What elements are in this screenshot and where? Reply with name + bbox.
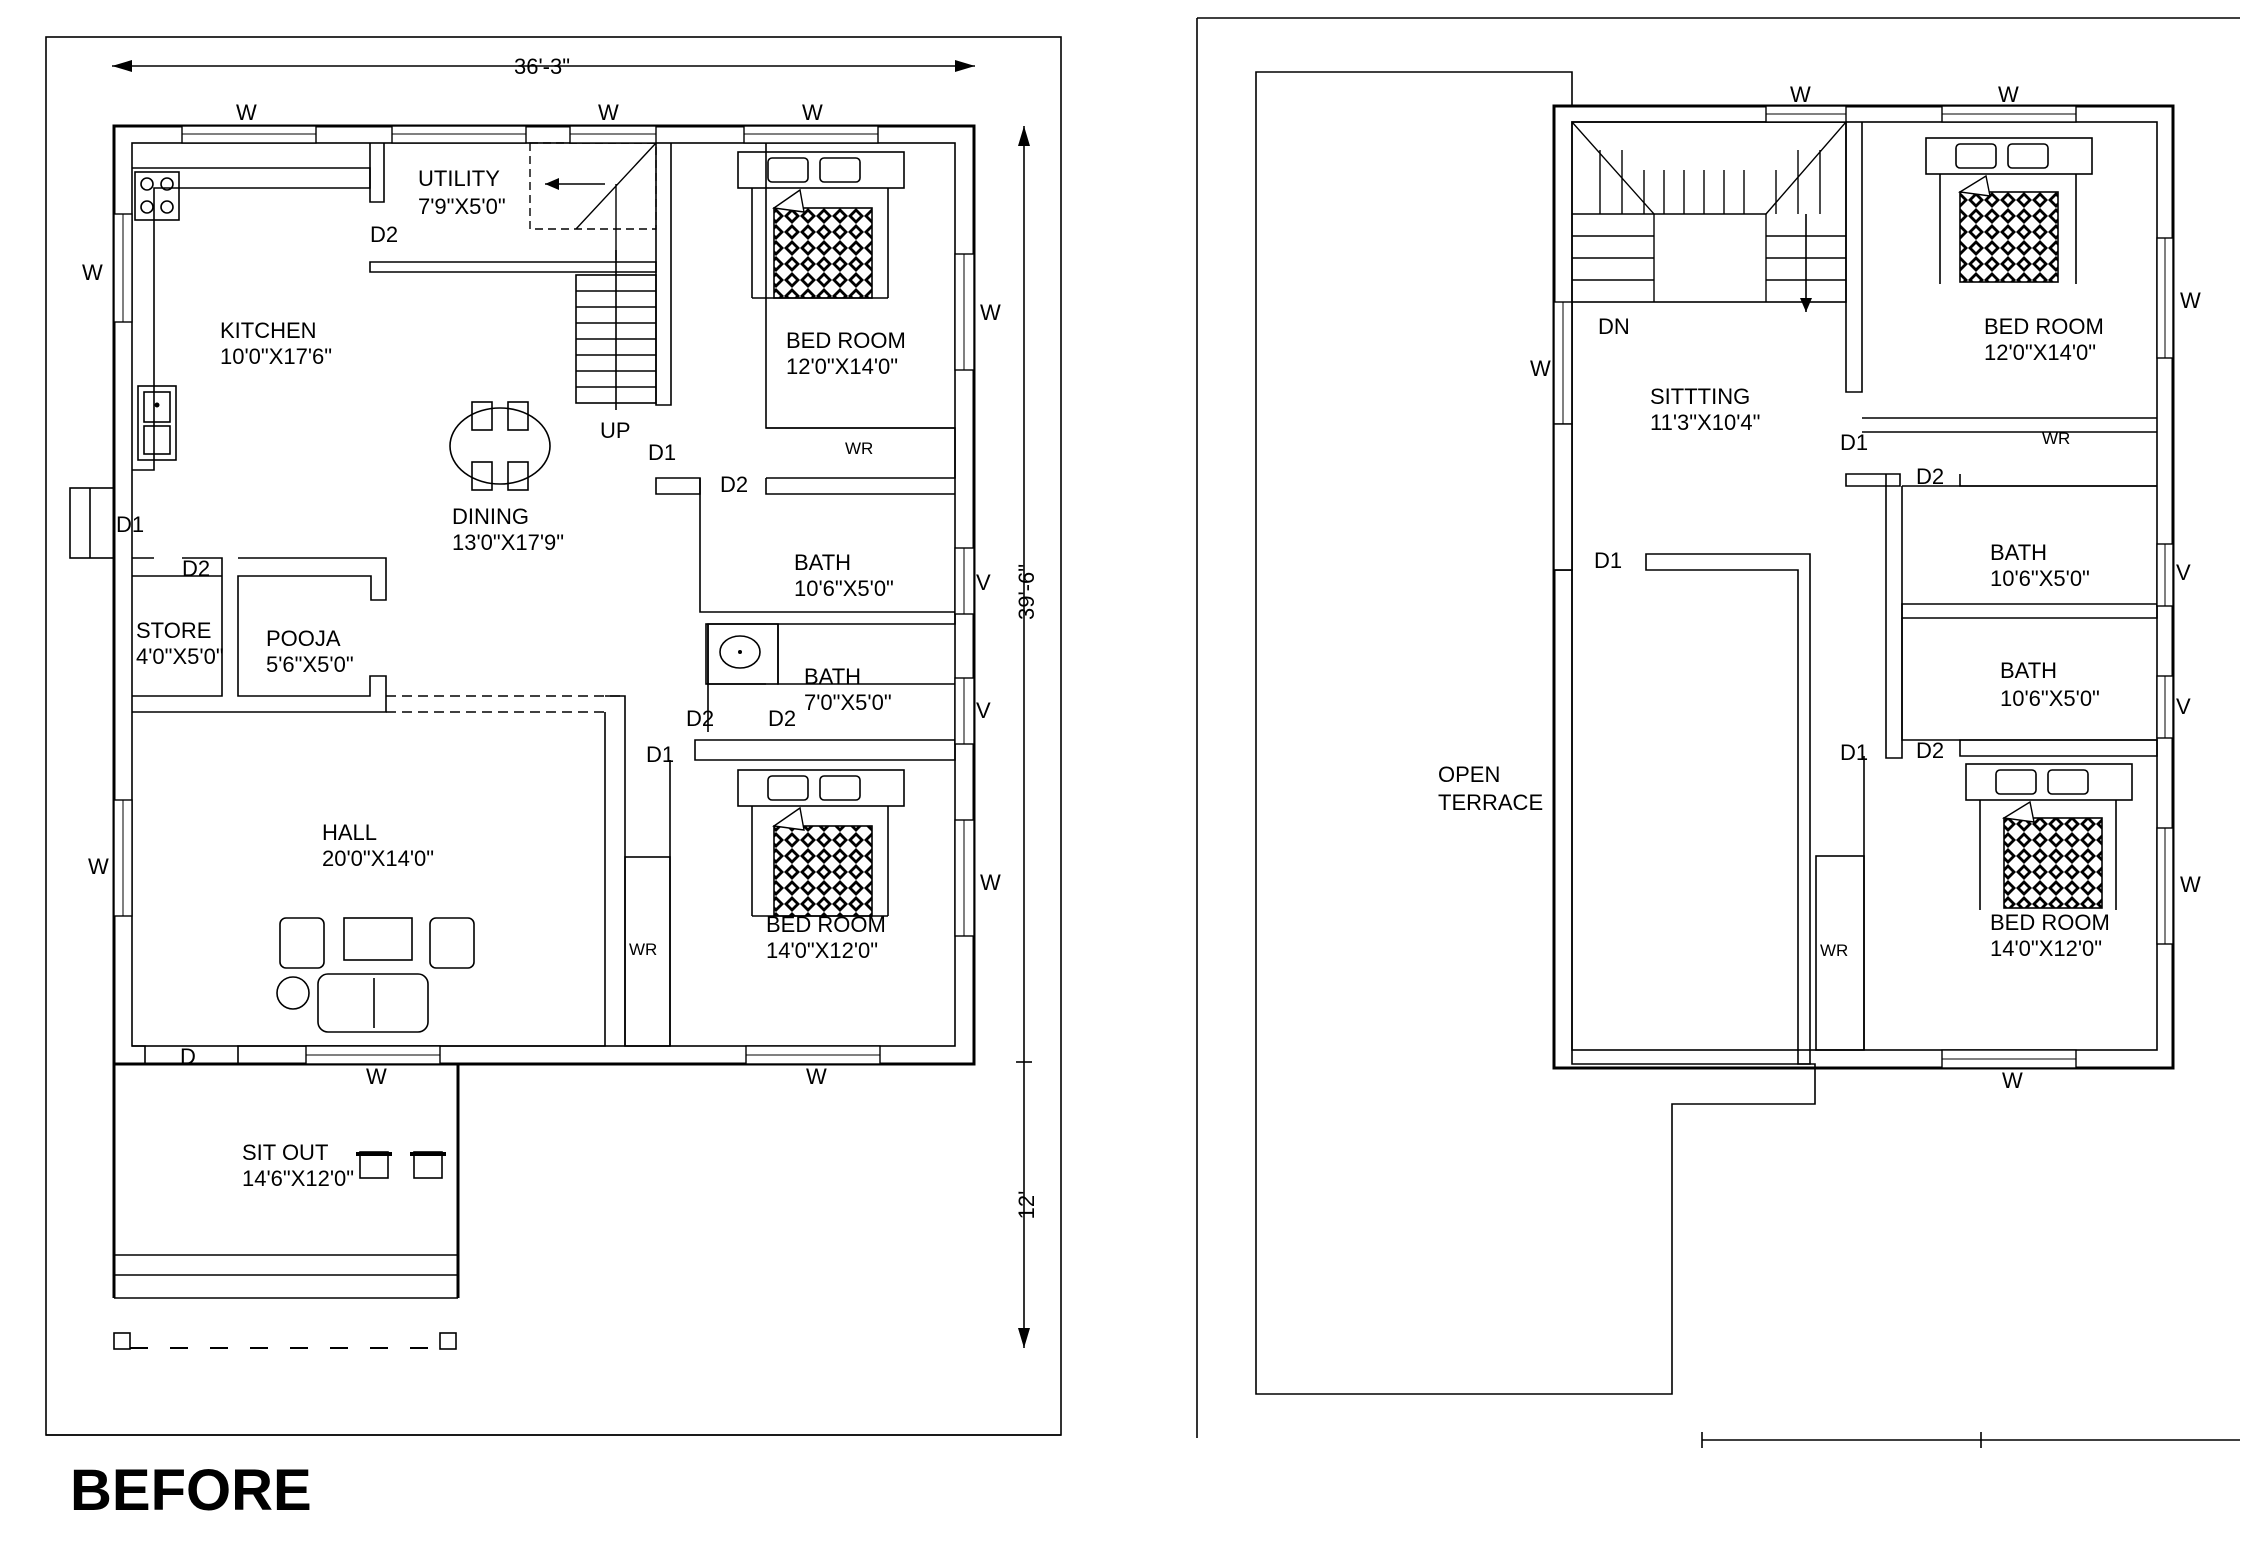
first-floor-plan: SITTTING 11'3"X10'4" BED ROOM 12'0"X14'0… [1196, 17, 2240, 1448]
opening-mark-label: WR [629, 940, 657, 959]
fbed1-label: BED ROOM [1984, 314, 2104, 339]
kitchen-label: KITCHEN [220, 318, 317, 343]
opening-mark-label: D2 [720, 472, 748, 497]
opening-mark-label: V [976, 698, 991, 723]
sitout-area [112, 1064, 460, 1350]
sitting-label: SITTTING [1650, 384, 1750, 409]
bed2-label: BED ROOM [766, 912, 886, 937]
ground-furniture [276, 151, 905, 1033]
sitout-size: 14'6"X12'0" [242, 1166, 354, 1191]
kitchen-counter [132, 167, 371, 471]
opening-mark-label: D [180, 1044, 196, 1069]
opening-mark-label: D1 [116, 512, 144, 537]
opening-mark-label: W [2180, 288, 2201, 313]
terrace-label-line2: TERRACE [1438, 790, 1543, 815]
opening-mark-label: D1 [648, 440, 676, 465]
bed2-size: 14'0"X12'0" [766, 938, 878, 963]
ground-interior-walls [132, 142, 956, 1064]
depth-dimension-label: 39'-6" [1014, 564, 1039, 620]
dining-label: DINING [452, 504, 529, 529]
pooja-size: 5'6"X5'0" [266, 652, 354, 677]
ground-room-labels: UTILITY 7'9"X5'0" KITCHEN 10'0"X17'6" BE… [136, 166, 906, 1191]
opening-mark-label: DN [1598, 314, 1630, 339]
opening-mark-label: V [2176, 560, 2191, 585]
bath2-label: BATH [804, 664, 861, 689]
opening-mark-label: W [366, 1064, 387, 1089]
sitout-label: SIT OUT [242, 1140, 328, 1165]
pooja-label: POOJA [266, 626, 341, 651]
first-floor-opening-marks: W W W W W W V V DN D1 D1 D1 D2 D2 WR WR [1530, 82, 2201, 1093]
opening-mark-label: W [598, 100, 619, 125]
width-dimension: 36'-3" [112, 54, 975, 79]
before-caption: BEFORE [70, 1458, 312, 1523]
depth-dimension: 39'-6" 12' [1014, 126, 1039, 1348]
utility-size: 7'9"X5'0" [418, 194, 506, 219]
opening-mark-label: D1 [646, 742, 674, 767]
hall-label: HALL [322, 820, 377, 845]
opening-mark-label: W [88, 854, 109, 879]
kitchen-size: 10'0"X17'6" [220, 344, 332, 369]
opening-mark-label: W [236, 100, 257, 125]
opening-mark-label: D2 [370, 222, 398, 247]
opening-mark-label: D1 [1594, 548, 1622, 573]
terrace-label-line1: OPEN [1438, 762, 1500, 787]
hall-size: 20'0"X14'0" [322, 846, 434, 871]
bed1-label: BED ROOM [786, 328, 906, 353]
ground-opening-marks: W W W W W W W W W V V D D1 D1 D1 D2 D2 D… [82, 100, 1001, 1089]
opening-mark-label: W [1998, 82, 2019, 107]
opening-mark-label: D1 [1840, 740, 1868, 765]
sitting-size: 11'3"X10'4" [1650, 410, 1760, 435]
width-dimension-label: 36'-3" [514, 54, 570, 79]
opening-mark-label: WR [2042, 429, 2070, 448]
opening-mark-label: WR [1820, 941, 1848, 960]
opening-mark-label: W [806, 1064, 827, 1089]
ground-floor-plan: 36'-3" 39'-6" 12' [45, 36, 1062, 1436]
opening-mark-label: D1 [1840, 430, 1868, 455]
fbed1-size: 12'0"X14'0" [1984, 340, 2096, 365]
bed1-size: 12'0"X14'0" [786, 354, 898, 379]
opening-mark-label: V [2176, 694, 2191, 719]
first-floor-furniture [1925, 137, 2133, 910]
ground-floor-sheet-border [45, 36, 1062, 1436]
opening-mark-label: W [980, 870, 1001, 895]
opening-mark-label: W [802, 100, 823, 125]
opening-mark-label: D2 [1916, 464, 1944, 489]
bath1-label: BATH [794, 550, 851, 575]
bath2-size: 7'0"X5'0" [804, 690, 892, 715]
opening-mark-label: D2 [768, 706, 796, 731]
opening-mark-label: W [1790, 82, 1811, 107]
fbed2-size: 14'0"X12'0" [1990, 936, 2102, 961]
utility-label: UTILITY [418, 166, 500, 191]
opening-mark-label: D2 [1916, 738, 1944, 763]
fbath2-label: BATH [2000, 658, 2057, 683]
opening-mark-label: D2 [182, 556, 210, 581]
opening-mark-label: W [2180, 872, 2201, 897]
dining-size: 13'0"X17'9" [452, 530, 564, 555]
opening-mark-label: W [1530, 356, 1551, 381]
ground-windows [69, 125, 975, 1065]
fbed2-label: BED ROOM [1990, 910, 2110, 935]
opening-mark-label: W [82, 260, 103, 285]
first-floor-stair [1571, 121, 1847, 312]
first-floor-room-labels: SITTTING 11'3"X10'4" BED ROOM 12'0"X14'0… [1438, 314, 2110, 961]
store-size: 4'0"X5'0" [136, 644, 224, 669]
opening-mark-label: D2 [686, 706, 714, 731]
fbath1-label: BATH [1990, 540, 2047, 565]
store-label: STORE [136, 618, 211, 643]
first-floor-windows [1765, 105, 2174, 1069]
opening-mark-label: V [976, 570, 991, 595]
opening-mark-label: W [980, 300, 1001, 325]
bath1-size: 10'6"X5'0" [794, 576, 894, 601]
sitout-dimension-label: 12' [1014, 1191, 1039, 1220]
opening-mark-label: W [2002, 1068, 2023, 1093]
opening-mark-label: UP [600, 418, 631, 443]
open-terrace-outline [1255, 71, 1816, 1395]
fbath2-size: 10'6"X5'0" [2000, 686, 2100, 711]
opening-mark-label: WR [845, 439, 873, 458]
fbath1-size: 10'6"X5'0" [1990, 566, 2090, 591]
